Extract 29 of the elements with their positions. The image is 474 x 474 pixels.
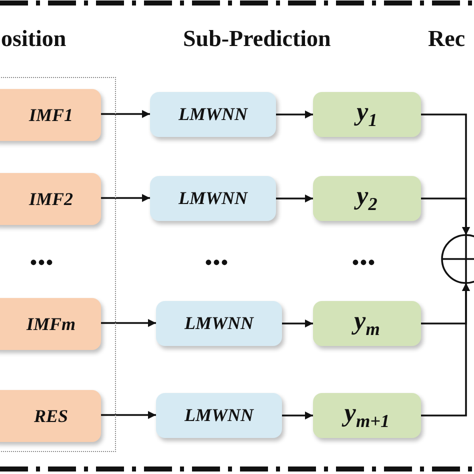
arrow bbox=[100, 319, 156, 327]
arrow bbox=[421, 283, 470, 416]
group-frame bbox=[0, 77, 116, 452]
model-box: LMWNN bbox=[156, 301, 282, 346]
model-box: LMWNN bbox=[150, 92, 276, 137]
output-box: y$_{m+1}$ bbox=[313, 393, 421, 438]
arrow bbox=[421, 198, 470, 235]
arrow bbox=[276, 110, 313, 118]
ellipsis: ••• bbox=[205, 252, 230, 275]
column-heading: osition bbox=[1, 26, 66, 52]
arrow bbox=[276, 194, 313, 202]
ellipsis: ••• bbox=[352, 252, 376, 275]
ellipsis: ••• bbox=[30, 252, 54, 275]
arrow bbox=[100, 110, 150, 118]
component-box: IMF1 bbox=[0, 89, 101, 141]
column-heading: Rec bbox=[428, 26, 466, 52]
component-box: IMF2 bbox=[0, 173, 101, 225]
output-box: y$_{m}$ bbox=[313, 301, 421, 346]
column-heading: Sub-Prediction bbox=[183, 26, 331, 52]
model-box: LMWNN bbox=[150, 176, 276, 221]
arrow bbox=[282, 320, 313, 328]
arrow bbox=[282, 412, 313, 420]
model-box: LMWNN bbox=[156, 393, 282, 438]
component-box: RES bbox=[0, 390, 101, 442]
arrow bbox=[100, 411, 156, 419]
output-box: y$_{1}$ bbox=[313, 92, 421, 137]
output-box: y$_{2}$ bbox=[313, 176, 421, 221]
arrow bbox=[100, 194, 150, 202]
component-box: IMFm bbox=[0, 298, 101, 350]
